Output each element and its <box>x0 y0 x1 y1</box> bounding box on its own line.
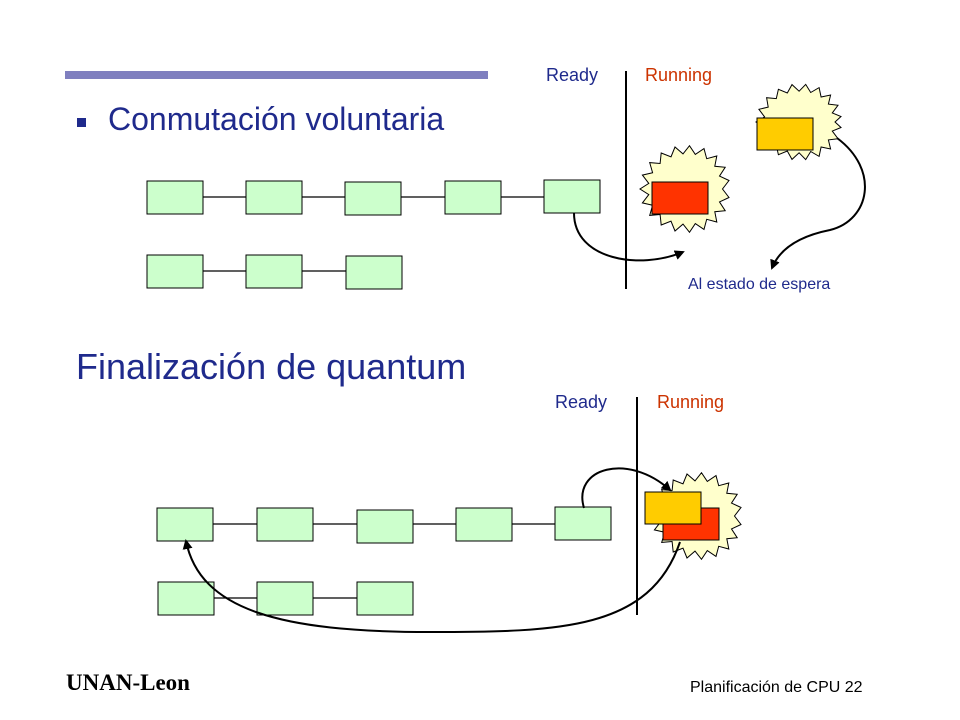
process-box <box>157 581 215 616</box>
top-ready-queue <box>146 179 601 290</box>
top-running-label: Running <box>645 65 713 85</box>
title-accent-bar <box>65 71 488 79</box>
process-box <box>146 254 204 289</box>
process-box <box>245 180 303 215</box>
top-ready-label: Ready <box>546 65 599 85</box>
bullet-square-icon <box>77 118 86 127</box>
process-box <box>256 507 314 542</box>
preempt-return-arrow <box>182 539 681 634</box>
bullet-title: Conmutación voluntaria <box>108 101 445 137</box>
process-box <box>345 255 403 290</box>
process-box <box>356 581 414 616</box>
incoming-process-box <box>756 117 814 151</box>
footer-page-label: Planificación de CPU 22 <box>690 679 863 696</box>
section-title: Finalización de quantum <box>76 346 467 387</box>
running-process-box <box>651 181 709 215</box>
bottom-running-label: Running <box>657 392 725 412</box>
process-box <box>256 581 314 616</box>
process-box <box>543 179 601 214</box>
queue-connectors <box>203 196 544 272</box>
wait-state-label: Al estado de espera <box>688 276 831 293</box>
dispatch-arrow <box>581 467 672 509</box>
bottom-ready-label: Ready <box>555 392 608 412</box>
process-box <box>356 509 414 544</box>
process-box <box>444 180 502 215</box>
process-box <box>554 506 612 541</box>
switch-arrow <box>573 212 685 262</box>
incoming-process-box <box>644 491 702 525</box>
footer-organization: UNAN-Leon <box>66 670 190 695</box>
to-wait-arrow <box>770 137 866 270</box>
process-box <box>344 181 402 216</box>
bottom-ready-queue <box>156 506 612 616</box>
process-box <box>455 507 513 542</box>
process-box <box>146 180 204 215</box>
process-box <box>156 507 214 542</box>
queue-connectors <box>213 523 555 599</box>
process-box <box>245 254 303 289</box>
